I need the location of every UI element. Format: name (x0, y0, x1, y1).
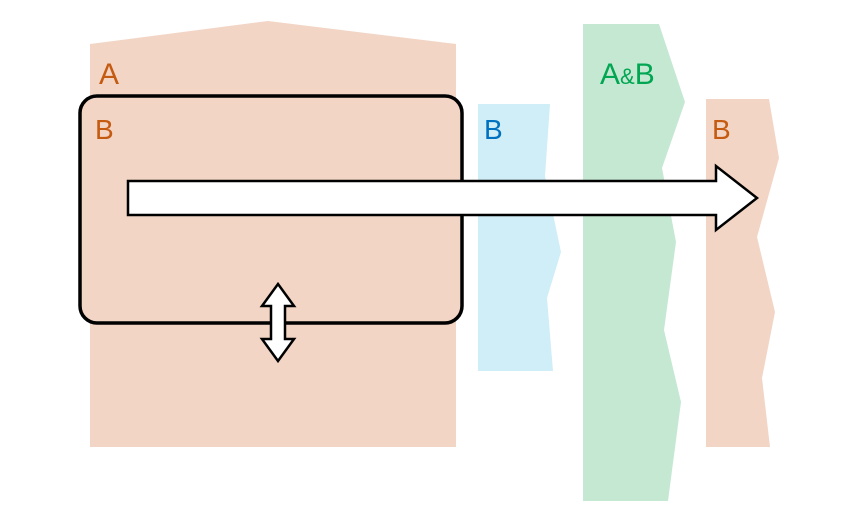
label-region-b-right: B (712, 114, 731, 145)
label-region-a-and-b: A&B (600, 58, 655, 91)
label-ab-part-a: A (600, 58, 620, 91)
horizontal-flow-arrow (126, 163, 760, 233)
region-a-and-b-shape (583, 24, 685, 501)
label-region-b-blue: B (484, 114, 503, 145)
region-b-blue-shape (478, 104, 561, 371)
label-region-b-box: B (95, 114, 114, 145)
label-region-a: A (99, 58, 119, 91)
vertical-double-arrow (259, 281, 297, 364)
region-b-right-shape (706, 99, 779, 447)
label-ab-part-b: B (635, 58, 655, 91)
label-ab-part-and: & (620, 64, 635, 89)
